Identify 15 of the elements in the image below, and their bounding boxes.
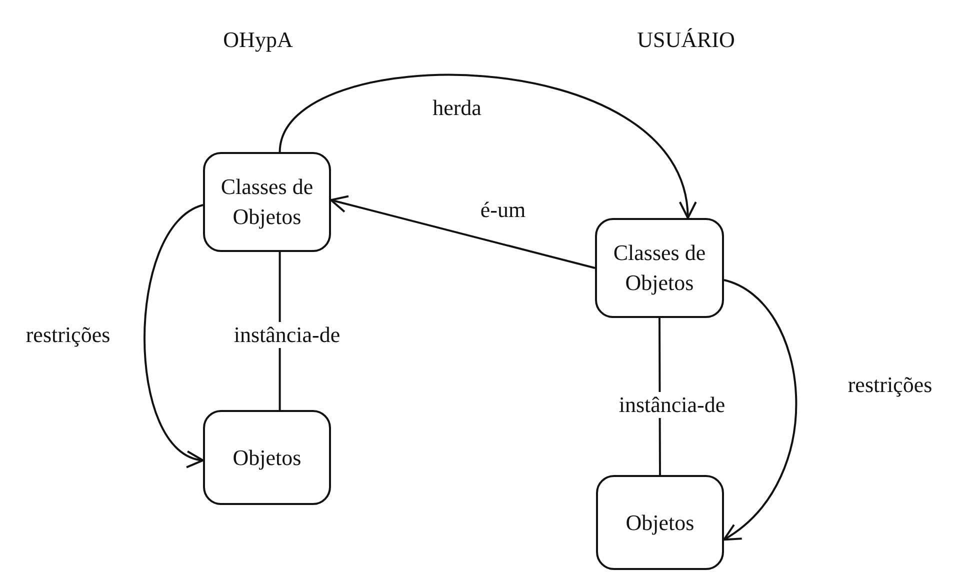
arrow [278,74,694,219]
arrow [330,195,596,269]
node-label: Classes de Objetos [612,239,707,297]
edge-label: instância-de [616,392,728,418]
class-box [596,475,724,570]
column-heading: OHypA [223,27,293,53]
class-box [595,218,724,318]
arrow [723,279,797,541]
node-label: Classes de Objetos [220,173,314,231]
column-heading: USUÁRIO [637,27,735,53]
node-label: Objetos [626,508,694,537]
class-box [203,152,331,252]
class-box [203,410,331,505]
edge-label: instância-de [232,322,342,348]
node-label: Objetos [232,444,302,472]
